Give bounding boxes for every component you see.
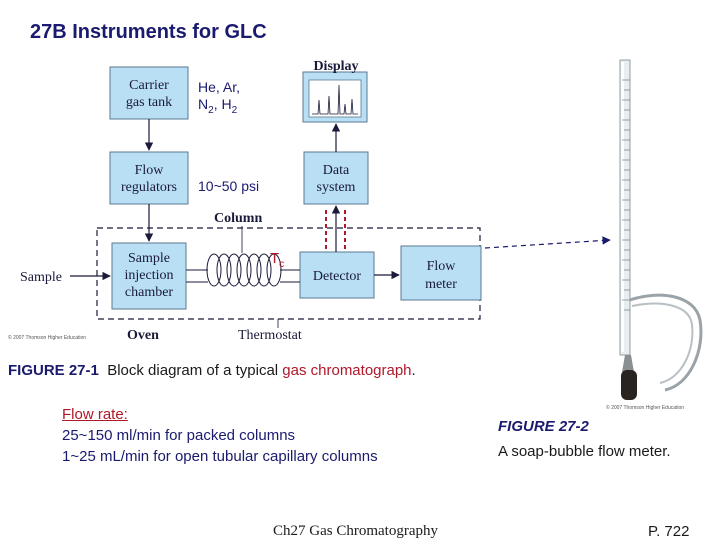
gases-line1: He, Ar, [198, 79, 241, 95]
svg-text:Data: Data [323, 163, 350, 178]
svg-text:Detector: Detector [313, 269, 362, 284]
sample-label: Sample [20, 270, 62, 285]
thermostat-label: Thermostat [238, 328, 302, 343]
svg-text:gas tank: gas tank [126, 95, 172, 110]
svg-text:© 2007 Thomson Higher Educatio: © 2007 Thomson Higher Education [606, 404, 684, 411]
tc-annotation: Tc [270, 250, 285, 270]
svg-text:Carrier: Carrier [129, 78, 169, 93]
figure-27-1-number: FIGURE 27-1 [8, 362, 99, 379]
pressure-annotation: 10~50 psi [198, 178, 260, 194]
flow-rate-notes: Flow rate: 25~150 ml/min for packed colu… [62, 404, 378, 467]
figure-27-2-caption: A soap-bubble flow meter. [498, 443, 671, 460]
oven-label: Oven [127, 328, 159, 343]
svg-text:Sample: Sample [128, 251, 170, 266]
flow-meter-box: Flow meter [400, 245, 482, 301]
svg-text:Flow: Flow [427, 259, 457, 274]
svg-text:Flow: Flow [135, 163, 165, 178]
coiled-column [186, 226, 300, 287]
figure-27-2-number: FIGURE 27-2 [498, 418, 589, 435]
diagram-copyright: © 2007 Thomson Higher Education [8, 334, 86, 341]
flow-rate-title: Flow rate: [62, 406, 128, 423]
flow-regulators-box: Flow regulators [109, 151, 189, 205]
carrier-gas-tank-box: Carrier gas tank [109, 66, 189, 120]
soap-bubble-flow-meter-image: © 2007 Thomson Higher Education [606, 59, 703, 411]
oven-enclosure [96, 227, 481, 320]
figure-27-1-caption: FIGURE 27-1 Block diagram of a typical g… [8, 362, 416, 379]
footer-chapter: Ch27 Gas Chromatography [273, 523, 438, 539]
column-label: Column [214, 211, 262, 226]
detector-box: Detector [299, 251, 375, 299]
svg-text:Display: Display [313, 59, 358, 74]
sample-injection-chamber-box: Sample injection chamber [111, 242, 187, 310]
svg-text:injection: injection [125, 268, 174, 283]
svg-text:system: system [317, 180, 356, 195]
svg-text:meter: meter [425, 277, 457, 292]
pointer-arrow [484, 236, 611, 249]
data-system-box: Data system [303, 151, 369, 205]
footer-page-number: P. 722 [648, 523, 690, 540]
svg-text:regulators: regulators [121, 180, 177, 195]
display-box: Display [302, 59, 368, 123]
svg-text:chamber: chamber [125, 285, 174, 300]
slide-title: 27B Instruments for GLC [30, 21, 267, 43]
chromatogram-trace [312, 84, 358, 115]
flow-rate-packed: 25~150 ml/min for packed columns [62, 427, 296, 444]
flow-rate-capillary: 1~25 mL/min for open tubular capillary c… [62, 448, 378, 465]
gases-line2: N2, H2 [198, 96, 238, 116]
